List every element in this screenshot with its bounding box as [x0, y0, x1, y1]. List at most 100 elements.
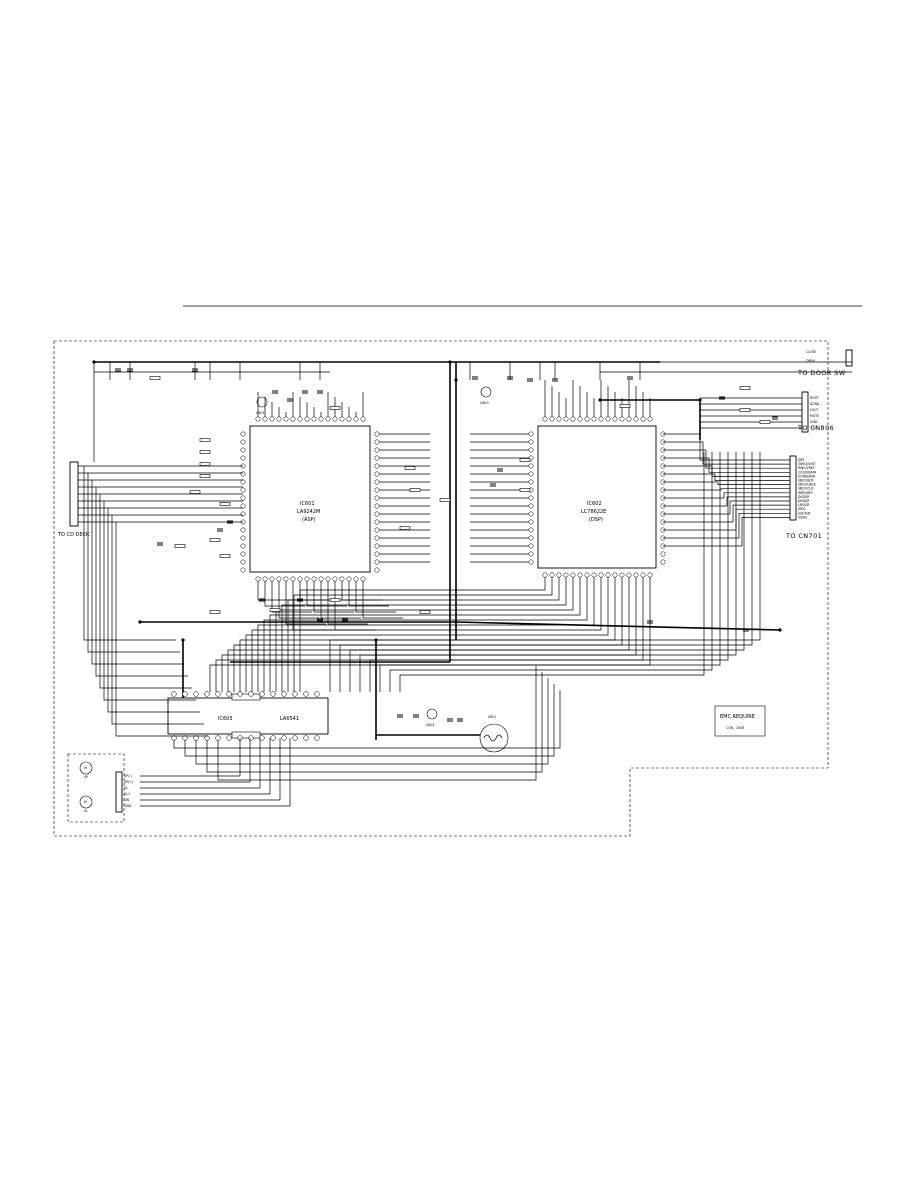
junction-dot — [448, 360, 452, 364]
resistor — [519, 488, 531, 492]
cd-deck-wire — [95, 487, 188, 677]
ic601-pin — [325, 576, 331, 582]
resistor — [174, 544, 186, 548]
junction-dot — [454, 620, 458, 624]
ic602-pin — [660, 559, 666, 565]
cd-deck-wire — [115, 522, 208, 737]
cn806-connector: TO CN806 — [797, 391, 834, 433]
transistor-q601: Q601 — [256, 396, 268, 415]
resistor — [439, 498, 451, 502]
motor-pin-label: SP(+) — [124, 780, 133, 784]
junction-dot — [598, 398, 602, 402]
ic602-pin — [528, 439, 534, 445]
ic601-pin — [290, 416, 296, 422]
ic601-pin — [240, 527, 246, 533]
ic602-pin — [563, 572, 569, 578]
signal-wire — [320, 581, 361, 619]
ic603-pin — [259, 735, 265, 741]
resistor — [409, 488, 421, 492]
ic601-pin — [311, 576, 317, 582]
ic603-part: LA6541 — [280, 716, 299, 722]
svg-text:Q602: Q602 — [426, 723, 435, 727]
ic603-pin — [281, 735, 287, 741]
ic601-pin — [240, 559, 246, 565]
spindle-motor-label: SP — [84, 775, 88, 779]
resistor — [149, 376, 161, 380]
signal-wire — [217, 666, 537, 781]
ic603-pins — [171, 691, 320, 741]
ic602-pin — [605, 572, 611, 578]
ic601-pin — [360, 416, 366, 422]
cn701-connector: TO CN701 — [785, 455, 822, 540]
signal-wire — [275, 577, 574, 692]
ic602-pin — [542, 416, 548, 422]
resistor — [199, 462, 211, 466]
signal-wire — [389, 452, 713, 692]
junction-dot — [374, 638, 378, 642]
ic601-pin — [283, 576, 289, 582]
ic602-pin — [549, 572, 555, 578]
ic602-pin — [612, 416, 618, 422]
signal-wire — [257, 577, 595, 692]
ic602-pin — [528, 447, 534, 453]
signal-wire — [263, 577, 588, 692]
signal-wire — [251, 577, 602, 692]
door-close-label: CLOSE — [806, 350, 816, 354]
ic601-pin — [240, 495, 246, 501]
motor-box: M SP M SL — [67, 753, 125, 823]
cn701-pin-label: SUBQ — [798, 515, 808, 519]
ic601-pin — [374, 567, 380, 573]
ic601-pin — [240, 487, 246, 493]
cn701-wire — [708, 458, 790, 473]
cn701-pin-label: SBCK/LRCK — [798, 483, 817, 487]
ic602-pin — [556, 572, 562, 578]
ic603-pin — [215, 735, 221, 741]
signal-wire — [359, 452, 737, 692]
svg-text:Q603: Q603 — [480, 401, 489, 405]
ic601-pin — [346, 576, 352, 582]
resistor — [759, 420, 771, 424]
ic602-pin — [528, 527, 534, 533]
signal-wire — [313, 581, 354, 613]
ic601-pin — [374, 543, 380, 549]
signal-wire — [245, 577, 609, 692]
cd-deck-connector: TO CD DECK — [57, 461, 90, 538]
ic601-pin — [339, 576, 345, 582]
ic601-pin — [240, 535, 246, 541]
ic601-pin — [240, 551, 246, 557]
signal-wire — [306, 581, 347, 607]
ic601-pin — [374, 503, 380, 509]
ic602-pin — [528, 431, 534, 437]
ic603-pin — [303, 691, 309, 697]
ic601-pin — [240, 511, 246, 517]
cn701-pin-label: WRQ/REF — [798, 491, 813, 495]
cn701-wire — [711, 466, 790, 477]
transistor-q602: Q602 — [426, 708, 438, 727]
ic602-pin — [612, 572, 618, 578]
ic601-pin — [374, 487, 380, 493]
ic601-pin — [374, 479, 380, 485]
ic601-pin — [240, 431, 246, 437]
cd-deck-wire — [91, 480, 184, 665]
ic601-pin — [262, 576, 268, 582]
signal-wire — [195, 678, 549, 765]
ic601-pin — [240, 447, 246, 453]
ic602-role: (DSP) — [589, 517, 603, 523]
ic602-pin — [640, 572, 646, 578]
cn806-pin-label: +5V — [810, 426, 818, 430]
signal-wire — [369, 452, 729, 692]
motor-pin-label: SP(-) — [124, 774, 132, 778]
signal-wire — [399, 452, 705, 692]
ic601-pin — [374, 495, 380, 501]
ic602-pin — [660, 551, 666, 557]
ic601-pin — [325, 416, 331, 422]
ic601-pin — [374, 527, 380, 533]
svg-text:M: M — [84, 766, 87, 770]
cn701-label: TO CN701 — [785, 532, 822, 540]
ic602-pins — [528, 416, 666, 578]
ic603-pin — [281, 691, 287, 697]
signal-wire — [379, 452, 721, 692]
ic601-pin — [374, 551, 380, 557]
ic603-pin — [270, 691, 276, 697]
ic602-pin — [605, 416, 611, 422]
